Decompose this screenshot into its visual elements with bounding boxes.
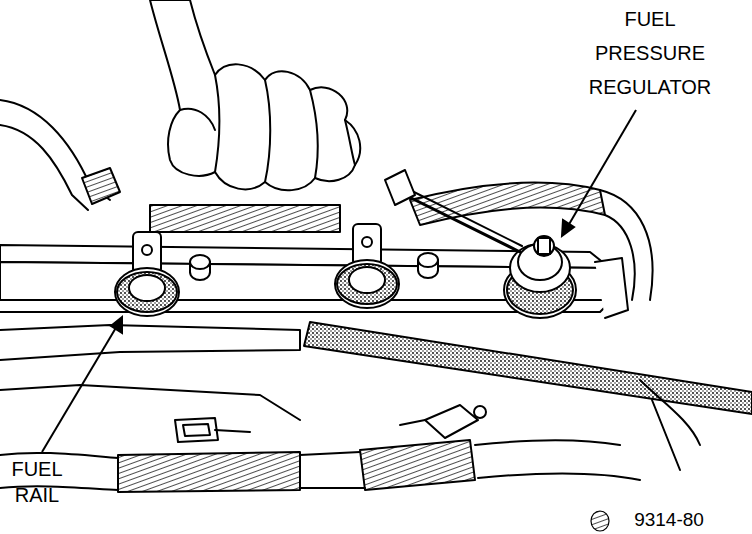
leader-lines [42,110,636,452]
part-label: FUEL RAIL [4,456,70,508]
figure-mark [591,511,609,531]
figure-number: 9314-80 [614,509,724,531]
part-label: FUEL PRESSURE REGULATOR [580,2,720,104]
